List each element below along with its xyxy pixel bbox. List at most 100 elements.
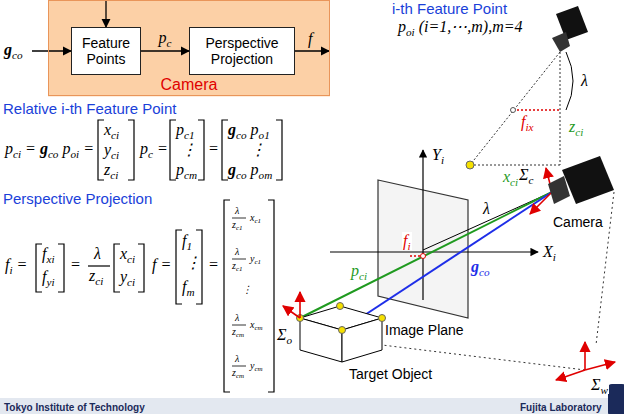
math-term: fi = bbox=[5, 256, 27, 274]
math-term: Σw bbox=[590, 376, 609, 394]
text-run: λ bbox=[483, 200, 490, 217]
text-run: Fujita Laboratory bbox=[520, 402, 602, 413]
math-term: λ bbox=[235, 353, 239, 365]
text-run: g bbox=[40, 140, 48, 157]
subscript: cm bbox=[184, 169, 197, 181]
text-run: f bbox=[42, 245, 46, 262]
block-fill bbox=[48, 0, 330, 96]
feature-point bbox=[466, 161, 474, 169]
math-term: fyi bbox=[42, 268, 55, 286]
signal-arrow bbox=[141, 50, 189, 51]
subscript: c1 bbox=[184, 129, 195, 141]
math-term: = bbox=[70, 256, 81, 274]
object-face bbox=[342, 318, 382, 362]
text-run: λ bbox=[235, 205, 239, 216]
math-term: Xi bbox=[542, 243, 557, 261]
subscript: ci bbox=[510, 176, 518, 188]
text-run: y bbox=[104, 141, 111, 158]
bracket bbox=[98, 120, 134, 180]
text-run: i-th Feature Point bbox=[392, 0, 507, 17]
object-face bbox=[300, 318, 342, 362]
subscript: oi bbox=[406, 26, 415, 38]
text-run: ⋮ bbox=[185, 254, 201, 271]
math-term: = bbox=[208, 140, 219, 158]
text-run: p bbox=[247, 161, 259, 178]
math-term: fm bbox=[182, 278, 195, 296]
text-run: = bbox=[13, 256, 28, 273]
math-term: zci bbox=[104, 161, 118, 179]
text-run: λ bbox=[94, 245, 101, 262]
math-term: gco bbox=[470, 258, 491, 276]
subscript: c bbox=[148, 148, 153, 160]
math-term: fxi bbox=[42, 245, 55, 263]
subscript: i bbox=[407, 240, 410, 252]
math-term: λ bbox=[235, 205, 239, 217]
text-run: Σ bbox=[591, 376, 601, 393]
axis-arrow bbox=[530, 192, 552, 214]
subscript: i bbox=[441, 154, 444, 166]
process-box: Feature Points bbox=[71, 27, 141, 75]
camera-block: CameraFeature PointsPerspective Projecti… bbox=[48, 0, 330, 96]
math-term: λ bbox=[580, 72, 589, 90]
math-term: f bbox=[308, 30, 312, 48]
text-run: = bbox=[208, 256, 219, 273]
camera-lens bbox=[552, 32, 570, 52]
text-run: g bbox=[228, 161, 236, 178]
text-run: y bbox=[250, 253, 254, 264]
dotted-line bbox=[470, 52, 560, 165]
subscript: ci bbox=[111, 129, 119, 141]
subscript: ci bbox=[359, 270, 367, 282]
camera-lens bbox=[548, 176, 570, 204]
math-term: Yi bbox=[431, 146, 445, 164]
axis-arrow bbox=[299, 292, 301, 318]
math-term: pcm bbox=[176, 161, 197, 179]
feature-point bbox=[337, 303, 344, 310]
image-offset bbox=[513, 109, 560, 111]
point-vector bbox=[300, 192, 552, 318]
text-run: p bbox=[247, 121, 259, 138]
text-run: z bbox=[104, 161, 110, 178]
feature-point bbox=[379, 315, 386, 322]
signal-arrow bbox=[32, 50, 71, 51]
section-heading: i-th Feature Point bbox=[392, 0, 507, 17]
subscript: i bbox=[9, 264, 12, 276]
bracket bbox=[222, 120, 282, 180]
text-run: p bbox=[159, 29, 167, 46]
subscript: cm bbox=[236, 372, 244, 380]
text-run: g bbox=[471, 258, 479, 275]
subscript: co bbox=[48, 148, 59, 160]
subscript: c bbox=[167, 37, 172, 49]
subscript: co bbox=[12, 49, 23, 61]
figure-label: Target Object bbox=[348, 366, 433, 382]
subscript: c bbox=[529, 174, 534, 186]
frame-axes bbox=[283, 168, 615, 380]
signal-arrow bbox=[295, 50, 329, 51]
math-term: pci bbox=[350, 262, 368, 280]
subscript: ci bbox=[575, 126, 583, 138]
text-run: y bbox=[250, 360, 254, 371]
subscript: yi bbox=[46, 276, 54, 288]
subscript: ix bbox=[525, 121, 533, 133]
focal-arc bbox=[566, 52, 573, 110]
math-term: fi bbox=[402, 232, 412, 250]
text-run: x bbox=[104, 121, 111, 138]
text-run: x bbox=[120, 245, 127, 262]
figure-label: Camera bbox=[552, 214, 604, 230]
subscript: co bbox=[236, 129, 247, 141]
text-run: g bbox=[228, 121, 236, 138]
text-run: f bbox=[403, 232, 407, 249]
text-run: Camera bbox=[553, 214, 603, 230]
page-tab bbox=[608, 384, 624, 414]
text-run: Target Object bbox=[349, 366, 432, 382]
process-box: Perspective Projection bbox=[189, 27, 295, 75]
math-term: λ bbox=[94, 245, 101, 263]
text-run: Image Plane bbox=[385, 322, 464, 338]
text-run: Relative i-th Feature Point bbox=[3, 100, 176, 117]
math-term: λ bbox=[235, 312, 239, 324]
axis-arrow bbox=[585, 362, 615, 370]
text-run: x bbox=[503, 168, 510, 185]
footer-text: Tokyo Institute of Technology bbox=[4, 402, 145, 414]
math-term: gco pom bbox=[228, 161, 272, 179]
text-run: ⋮ bbox=[242, 284, 252, 295]
text-run: p bbox=[176, 161, 184, 178]
